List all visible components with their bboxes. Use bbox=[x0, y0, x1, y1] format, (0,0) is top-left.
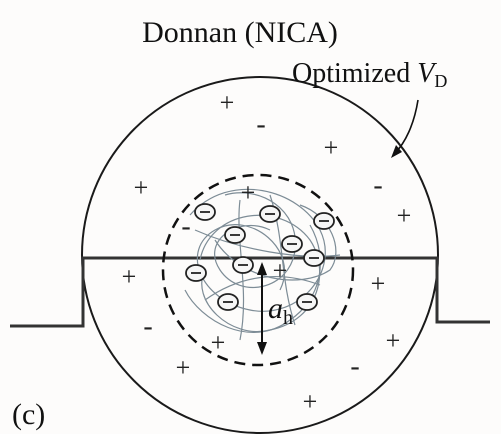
plus-ion: + bbox=[324, 133, 339, 162]
plus-ion: + bbox=[134, 173, 149, 202]
plus-ion: + bbox=[273, 256, 288, 285]
radius-label: ah bbox=[268, 292, 293, 329]
panel-label: (c) bbox=[12, 398, 45, 431]
annotation-subscript: D bbox=[434, 71, 447, 91]
radius-subscript: h bbox=[283, 307, 293, 329]
annotation-pointer bbox=[391, 99, 419, 158]
mobile-cations: + + + + + + + + + + + + bbox=[122, 88, 412, 416]
radius-symbol: a bbox=[268, 292, 283, 325]
mobile-anions: - - - - - bbox=[143, 109, 382, 382]
annotation-text: Optimized bbox=[292, 58, 417, 89]
plus-ion: + bbox=[211, 328, 226, 357]
diagram-title: Donnan (NICA) bbox=[142, 16, 338, 49]
minus-ion: - bbox=[143, 311, 152, 342]
plus-ion: + bbox=[397, 201, 412, 230]
plus-ion: + bbox=[386, 326, 401, 355]
plus-ion: + bbox=[241, 178, 256, 207]
bound-charge-signs bbox=[191, 211, 329, 303]
minus-ion: - bbox=[373, 170, 382, 201]
donnan-outer-circle bbox=[81, 76, 439, 434]
minus-ion: - bbox=[181, 211, 190, 242]
minus-ion: - bbox=[256, 109, 265, 140]
potential-profile-line bbox=[10, 256, 490, 328]
plus-ion: + bbox=[303, 387, 318, 416]
minus-ion: - bbox=[350, 351, 359, 382]
annotation-symbol: V bbox=[417, 58, 437, 89]
plus-ion: + bbox=[220, 88, 235, 117]
plus-ion: + bbox=[176, 353, 191, 382]
inner-dashed-circle bbox=[161, 173, 355, 367]
plus-ion: + bbox=[122, 262, 137, 291]
radius-arrow bbox=[257, 262, 267, 355]
optimized-vd-label: Optimized VD bbox=[292, 58, 447, 91]
plus-ion: + bbox=[371, 269, 386, 298]
